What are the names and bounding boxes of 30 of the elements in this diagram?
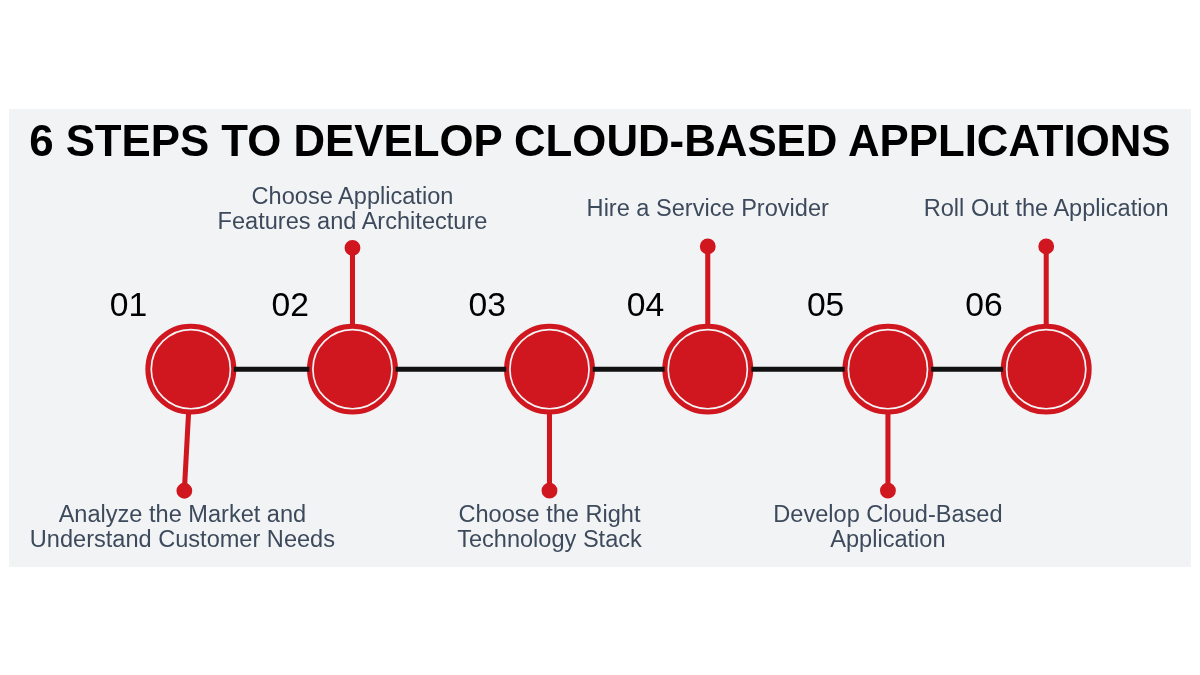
connector [233, 366, 310, 372]
node-circle [842, 323, 934, 415]
node-label: 02 [271, 285, 309, 323]
connector [395, 366, 507, 372]
node-text: Choose Application Features and Architecture [217, 182, 488, 234]
node-label: 06 [965, 285, 1003, 323]
connector [592, 366, 665, 372]
node-circle [662, 323, 754, 415]
node-circle [1000, 323, 1092, 415]
node-text: Choose the Right Technology Stack [457, 500, 642, 552]
node-label: 04 [626, 285, 665, 323]
connector [751, 366, 845, 372]
connector [880, 412, 896, 499]
node-label: 05 [806, 285, 845, 323]
connector [176, 411, 193, 499]
node-circle [504, 323, 595, 415]
node-text: Develop Cloud-Based Application [773, 500, 1003, 552]
node-text: Analyze the Market and Understand Customer Needs [29, 500, 335, 552]
connector [1038, 238, 1055, 326]
connector [931, 366, 1004, 372]
node-text: Hire a Service Provider [586, 194, 829, 221]
connector [699, 238, 716, 326]
node-circle [145, 323, 237, 415]
node-text: Roll Out the Application [923, 194, 1169, 221]
connector [541, 412, 558, 499]
node-circle [307, 323, 398, 415]
connector [344, 239, 361, 326]
node-label: 03 [468, 285, 506, 323]
node-label: 01 [109, 285, 148, 323]
diagram-title: 6 STEPS TO DEVELOP CLOUD-BASED APPLICATIONS [29, 115, 1171, 165]
